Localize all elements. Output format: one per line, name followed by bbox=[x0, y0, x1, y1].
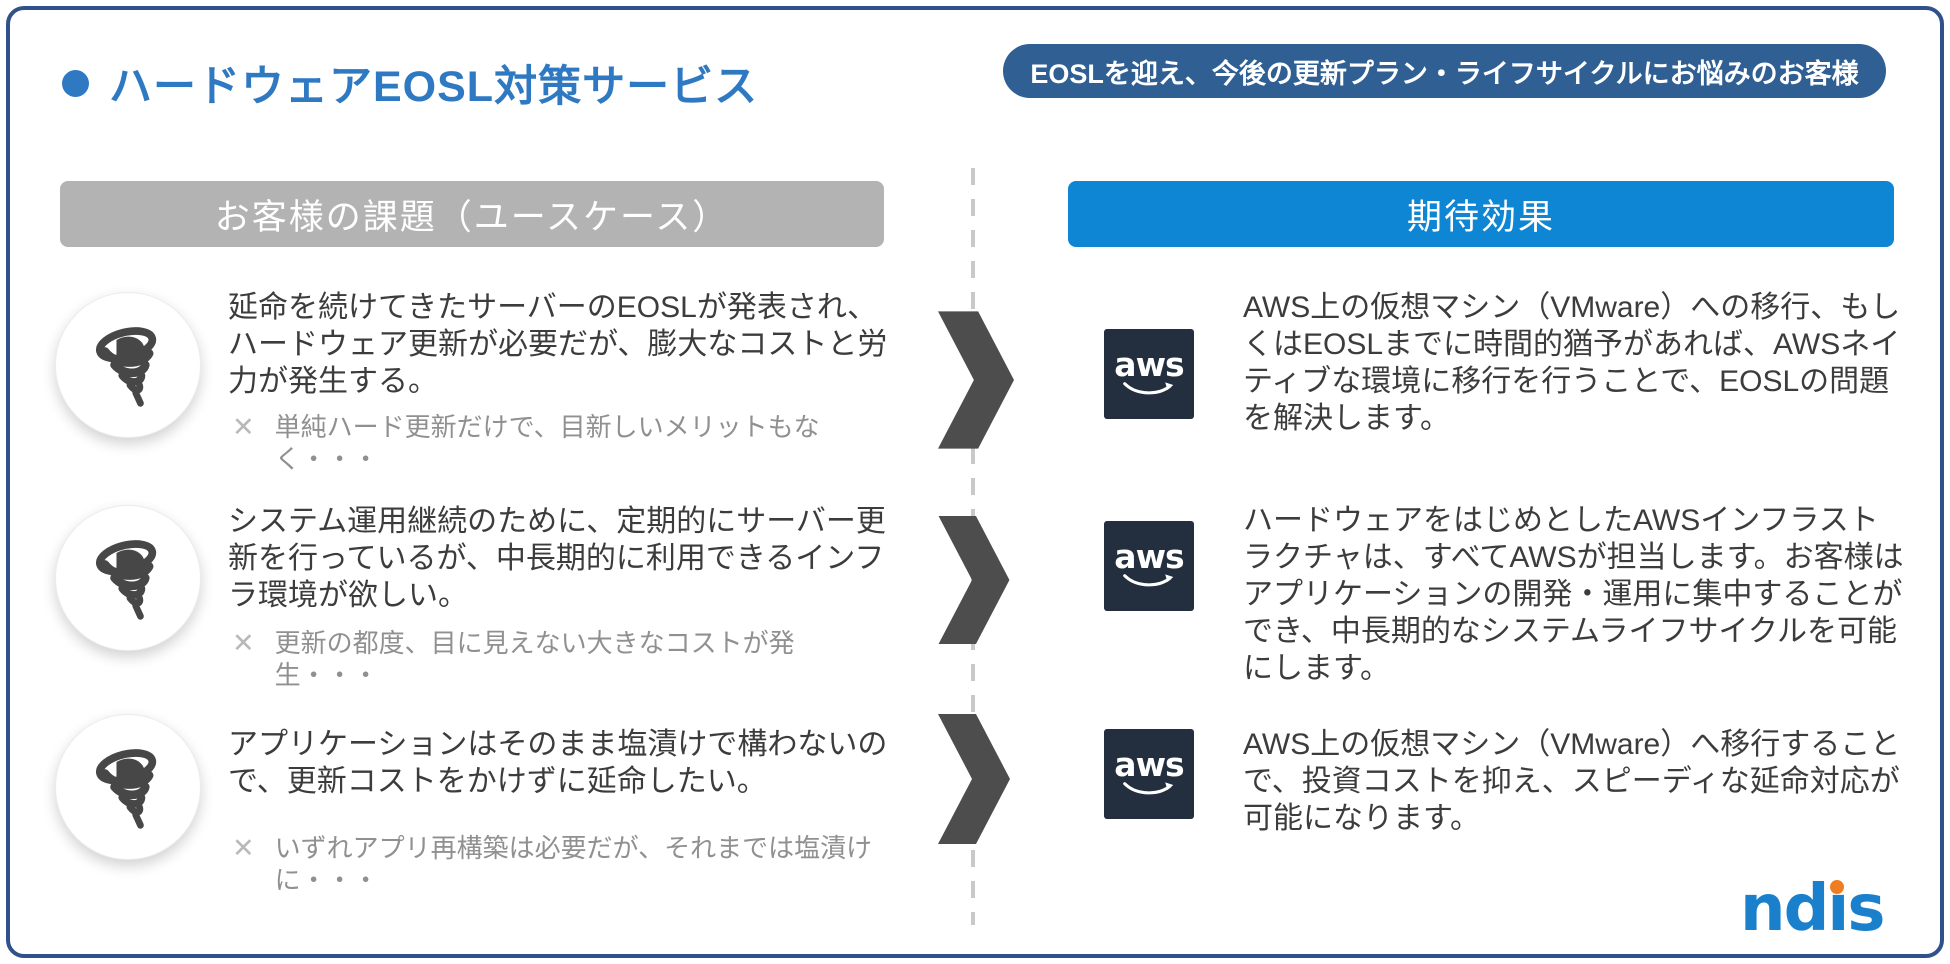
column-header-issues: お客様の課題（ユースケース） bbox=[60, 181, 884, 247]
tornado-icon bbox=[80, 528, 176, 629]
chevron-right-icon bbox=[938, 304, 1014, 461]
aws-logo-text: aws bbox=[1114, 344, 1184, 384]
ndis-logo-i: ı bbox=[1827, 872, 1849, 946]
aws-logo: aws bbox=[1104, 521, 1194, 611]
tornado-icon bbox=[80, 737, 176, 838]
aws-logo-text: aws bbox=[1114, 536, 1184, 576]
aws-smile-icon bbox=[1123, 381, 1174, 394]
issue-text-3: アプリケーションはそのまま塩漬けで構わないので、更新コストをかけずに延命したい。 bbox=[228, 728, 888, 798]
issue-note-3: ✕ いずれアプリ再構築は必要だが、それまでは塩漬けに・・・ bbox=[232, 832, 894, 896]
aws-smile-icon bbox=[1123, 781, 1174, 794]
issue-note-2: ✕ 更新の都度、目に見えない大きなコストが発生・・・ bbox=[232, 627, 894, 691]
ndis-logo-nd: nd bbox=[1740, 872, 1829, 946]
x-mark-icon: ✕ bbox=[232, 833, 255, 863]
chevron-right-icon bbox=[938, 714, 1010, 849]
effect-text-2: ハードウェアをはじめとしたAWSインフラストラクチャは、すべてAWSが担当します… bbox=[1243, 504, 1904, 685]
column-header-effects-label: 期待効果 bbox=[1406, 197, 1555, 237]
aws-logo: aws bbox=[1104, 729, 1194, 819]
x-mark-icon: ✕ bbox=[232, 628, 255, 658]
effect-text-3: AWS上の仮想マシン（VMware）へ移行することで、投資コストを抑え、スピーデ… bbox=[1243, 728, 1901, 835]
aws-logo: aws bbox=[1104, 329, 1194, 419]
aws-smile-icon bbox=[1123, 573, 1174, 586]
ndis-logo-s: s bbox=[1847, 872, 1885, 946]
effect-text-1: AWS上の仮想マシン（VMware）への移行、もしくはEOSLまでに時間的猶予が… bbox=[1243, 291, 1901, 435]
issue-note-1-text: 単純ハード更新だけで、目新しいメリットもなく・・・ bbox=[274, 412, 820, 474]
issue-note-2-text: 更新の都度、目に見えない大きなコストが発生・・・ bbox=[274, 628, 795, 690]
column-header-issues-label: お客様の課題（ユースケース） bbox=[214, 197, 730, 237]
aws-logo-text: aws bbox=[1114, 744, 1184, 784]
target-customer-banner-text: EOSLを迎え、今後の更新プラン・ライフサイクルにお悩みのお客様 bbox=[1030, 58, 1859, 89]
title-bullet-icon bbox=[62, 69, 89, 97]
chevron-right-icon bbox=[938, 516, 1010, 649]
column-header-effects: 期待効果 bbox=[1068, 181, 1894, 247]
issue-note-1: ✕ 単純ハード更新だけで、目新しいメリットもなく・・・ bbox=[232, 411, 894, 475]
issue-circle-3 bbox=[55, 714, 201, 860]
tornado-icon bbox=[80, 315, 176, 416]
page-title: ハードウェアEOSL対策サービス bbox=[109, 63, 759, 111]
issue-text-1: 延命を続けてきたサーバーのEOSLが発表され、ハードウェア更新が必要だが、膨大な… bbox=[228, 291, 888, 398]
issue-circle-2 bbox=[55, 505, 201, 651]
issue-text-2: システム運用継続のために、定期的にサーバー更新を行っているが、中長期的に利用でき… bbox=[228, 505, 886, 612]
x-mark-icon: ✕ bbox=[232, 412, 255, 442]
target-customer-banner: EOSLを迎え、今後の更新プラン・ライフサイクルにお悩みのお客様 bbox=[1003, 44, 1886, 98]
issue-circle-1 bbox=[55, 292, 201, 438]
issue-note-3-text: いずれアプリ再構築は必要だが、それまでは塩漬けに・・・ bbox=[274, 833, 873, 895]
page-title-row: ハードウェアEOSL対策サービス bbox=[62, 52, 758, 114]
